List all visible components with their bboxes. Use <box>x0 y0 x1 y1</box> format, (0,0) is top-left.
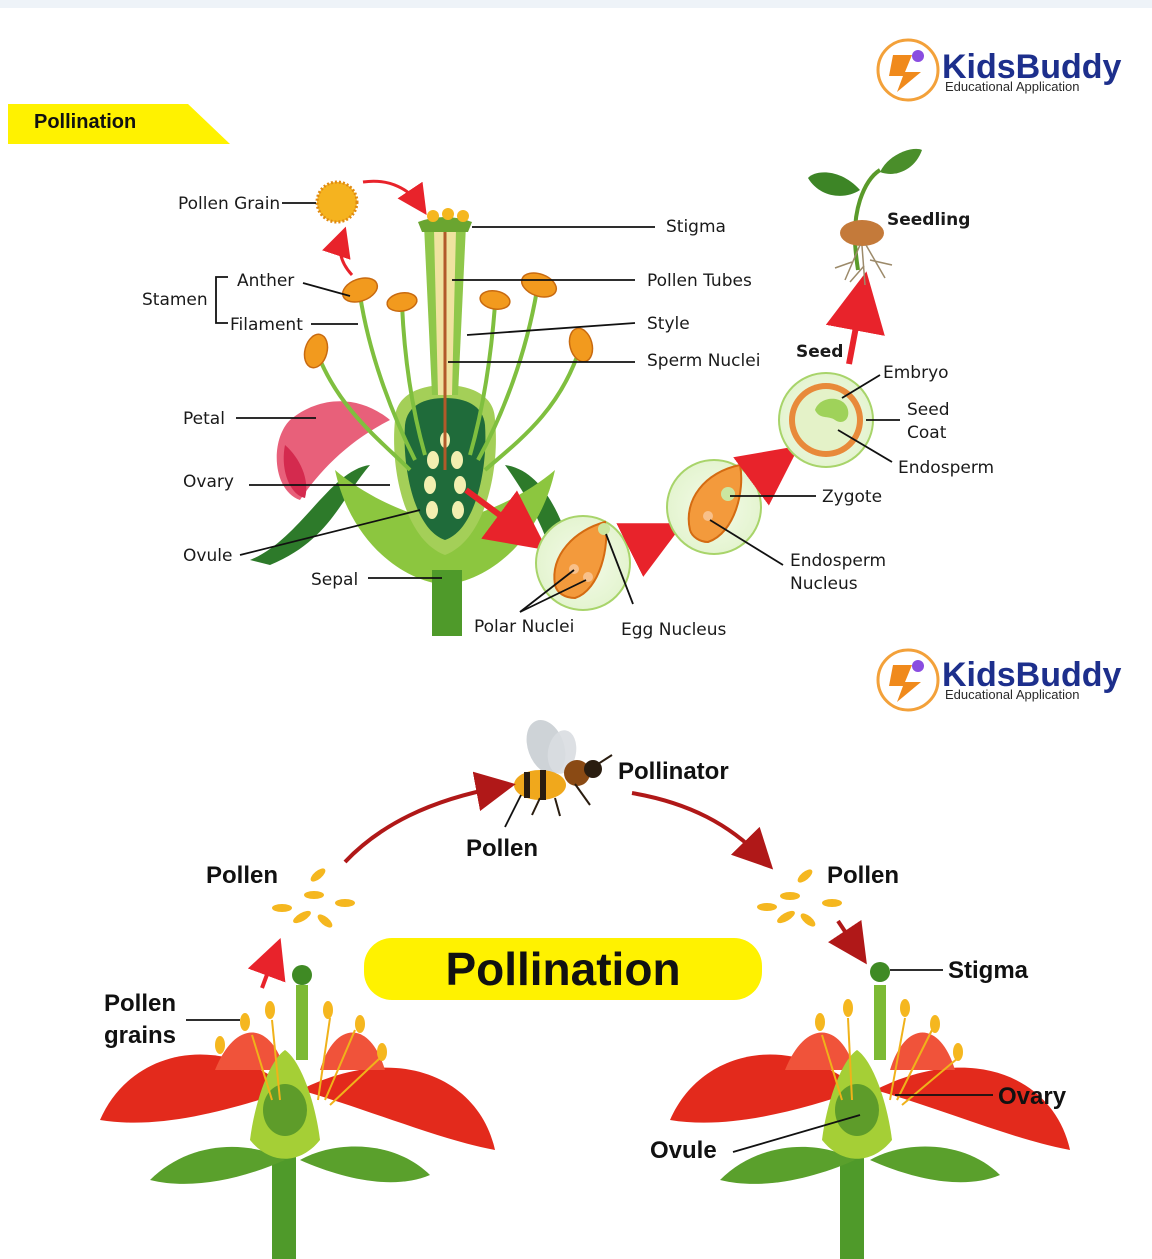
stigma-pollen <box>442 208 454 220</box>
brand-logo-middle: KidsBuddy Educational Application <box>878 650 1122 710</box>
label-sperm-nuclei: Sperm Nuclei <box>647 351 760 371</box>
arrow-grains-up <box>262 953 275 988</box>
brand-logo-top: KidsBuddy Educational Application <box>878 40 1122 100</box>
arrow-bee-to-pollen <box>632 793 762 858</box>
brand-subtitle: Educational Application <box>945 79 1079 94</box>
label-pollen-bee: Pollen <box>466 835 538 862</box>
pollen-grain-icon <box>317 182 357 222</box>
label-pollen-grain: Pollen Grain <box>178 194 280 214</box>
logo-ring <box>878 40 938 100</box>
label-endosperm: Endosperm <box>898 458 994 478</box>
endosperm-nucleus-dot <box>703 511 713 521</box>
label-pollinator: Pollinator <box>618 758 729 785</box>
label-seed: Seed <box>796 342 843 362</box>
logo-dot-icon <box>912 50 924 62</box>
arrow-pollen-to-stigma <box>838 921 858 951</box>
label-stamen: Stamen <box>142 290 208 310</box>
label-polar-nuclei: Polar Nuclei <box>474 617 574 637</box>
label-endosperm-nucleus-line1: Endosperm <box>790 551 886 571</box>
label-pollen-grains-line2: grains <box>104 1022 176 1049</box>
arrow-seed-to-seedling <box>849 295 862 364</box>
bee-icon <box>514 715 612 816</box>
title-text: Pollination <box>445 943 680 995</box>
arrow-zygote-to-seed <box>757 460 780 477</box>
label-style: Style <box>647 314 690 334</box>
label-zygote: Zygote <box>822 487 882 507</box>
label-stigma-cycle: Stigma <box>948 957 1029 984</box>
label-seedling: Seedling <box>887 210 970 230</box>
arrow-anther-to-pollen <box>340 238 352 275</box>
right-flower <box>670 962 1070 1259</box>
egg-nucleus-dot <box>598 523 610 535</box>
label-pollen-left: Pollen <box>206 862 278 889</box>
endosperm-area <box>795 389 857 451</box>
zygote-dot <box>721 487 735 501</box>
label-embryo: Embryo <box>883 363 949 383</box>
logo-dot-icon <box>912 660 924 672</box>
stigma-pollen <box>457 210 469 222</box>
arrow-pollen-to-stigma <box>363 181 420 205</box>
label-seed-coat-line2: Coat <box>907 423 947 443</box>
label-pollen-grains-line1: Pollen <box>104 990 176 1017</box>
label-petal: Petal <box>183 409 225 429</box>
stigma-pollen <box>427 210 439 222</box>
label-endosperm-nucleus-line2: Nucleus <box>790 574 858 594</box>
label-filament: Filament <box>230 315 303 335</box>
label-pollen-right: Pollen <box>827 862 899 889</box>
logo-ring <box>878 650 938 710</box>
label-stigma: Stigma <box>666 217 726 237</box>
flower-stem <box>432 570 462 636</box>
brand-subtitle: Educational Application <box>945 687 1079 702</box>
label-anther: Anther <box>237 271 294 291</box>
label-egg-nucleus: Egg Nucleus <box>621 620 727 640</box>
label-sepal: Sepal <box>311 570 358 590</box>
label-pollen-tubes: Pollen Tubes <box>647 271 752 291</box>
label-ovule: Ovule <box>183 546 232 566</box>
label-ovary-cycle: Ovary <box>998 1083 1067 1110</box>
label-ovary: Ovary <box>183 472 234 492</box>
label-ovule-cycle: Ovule <box>650 1137 717 1164</box>
arrow-ovule-to-zygote <box>634 534 662 548</box>
label-seed-coat-line1: Seed <box>907 400 950 420</box>
pollen-cluster-left <box>272 866 355 930</box>
